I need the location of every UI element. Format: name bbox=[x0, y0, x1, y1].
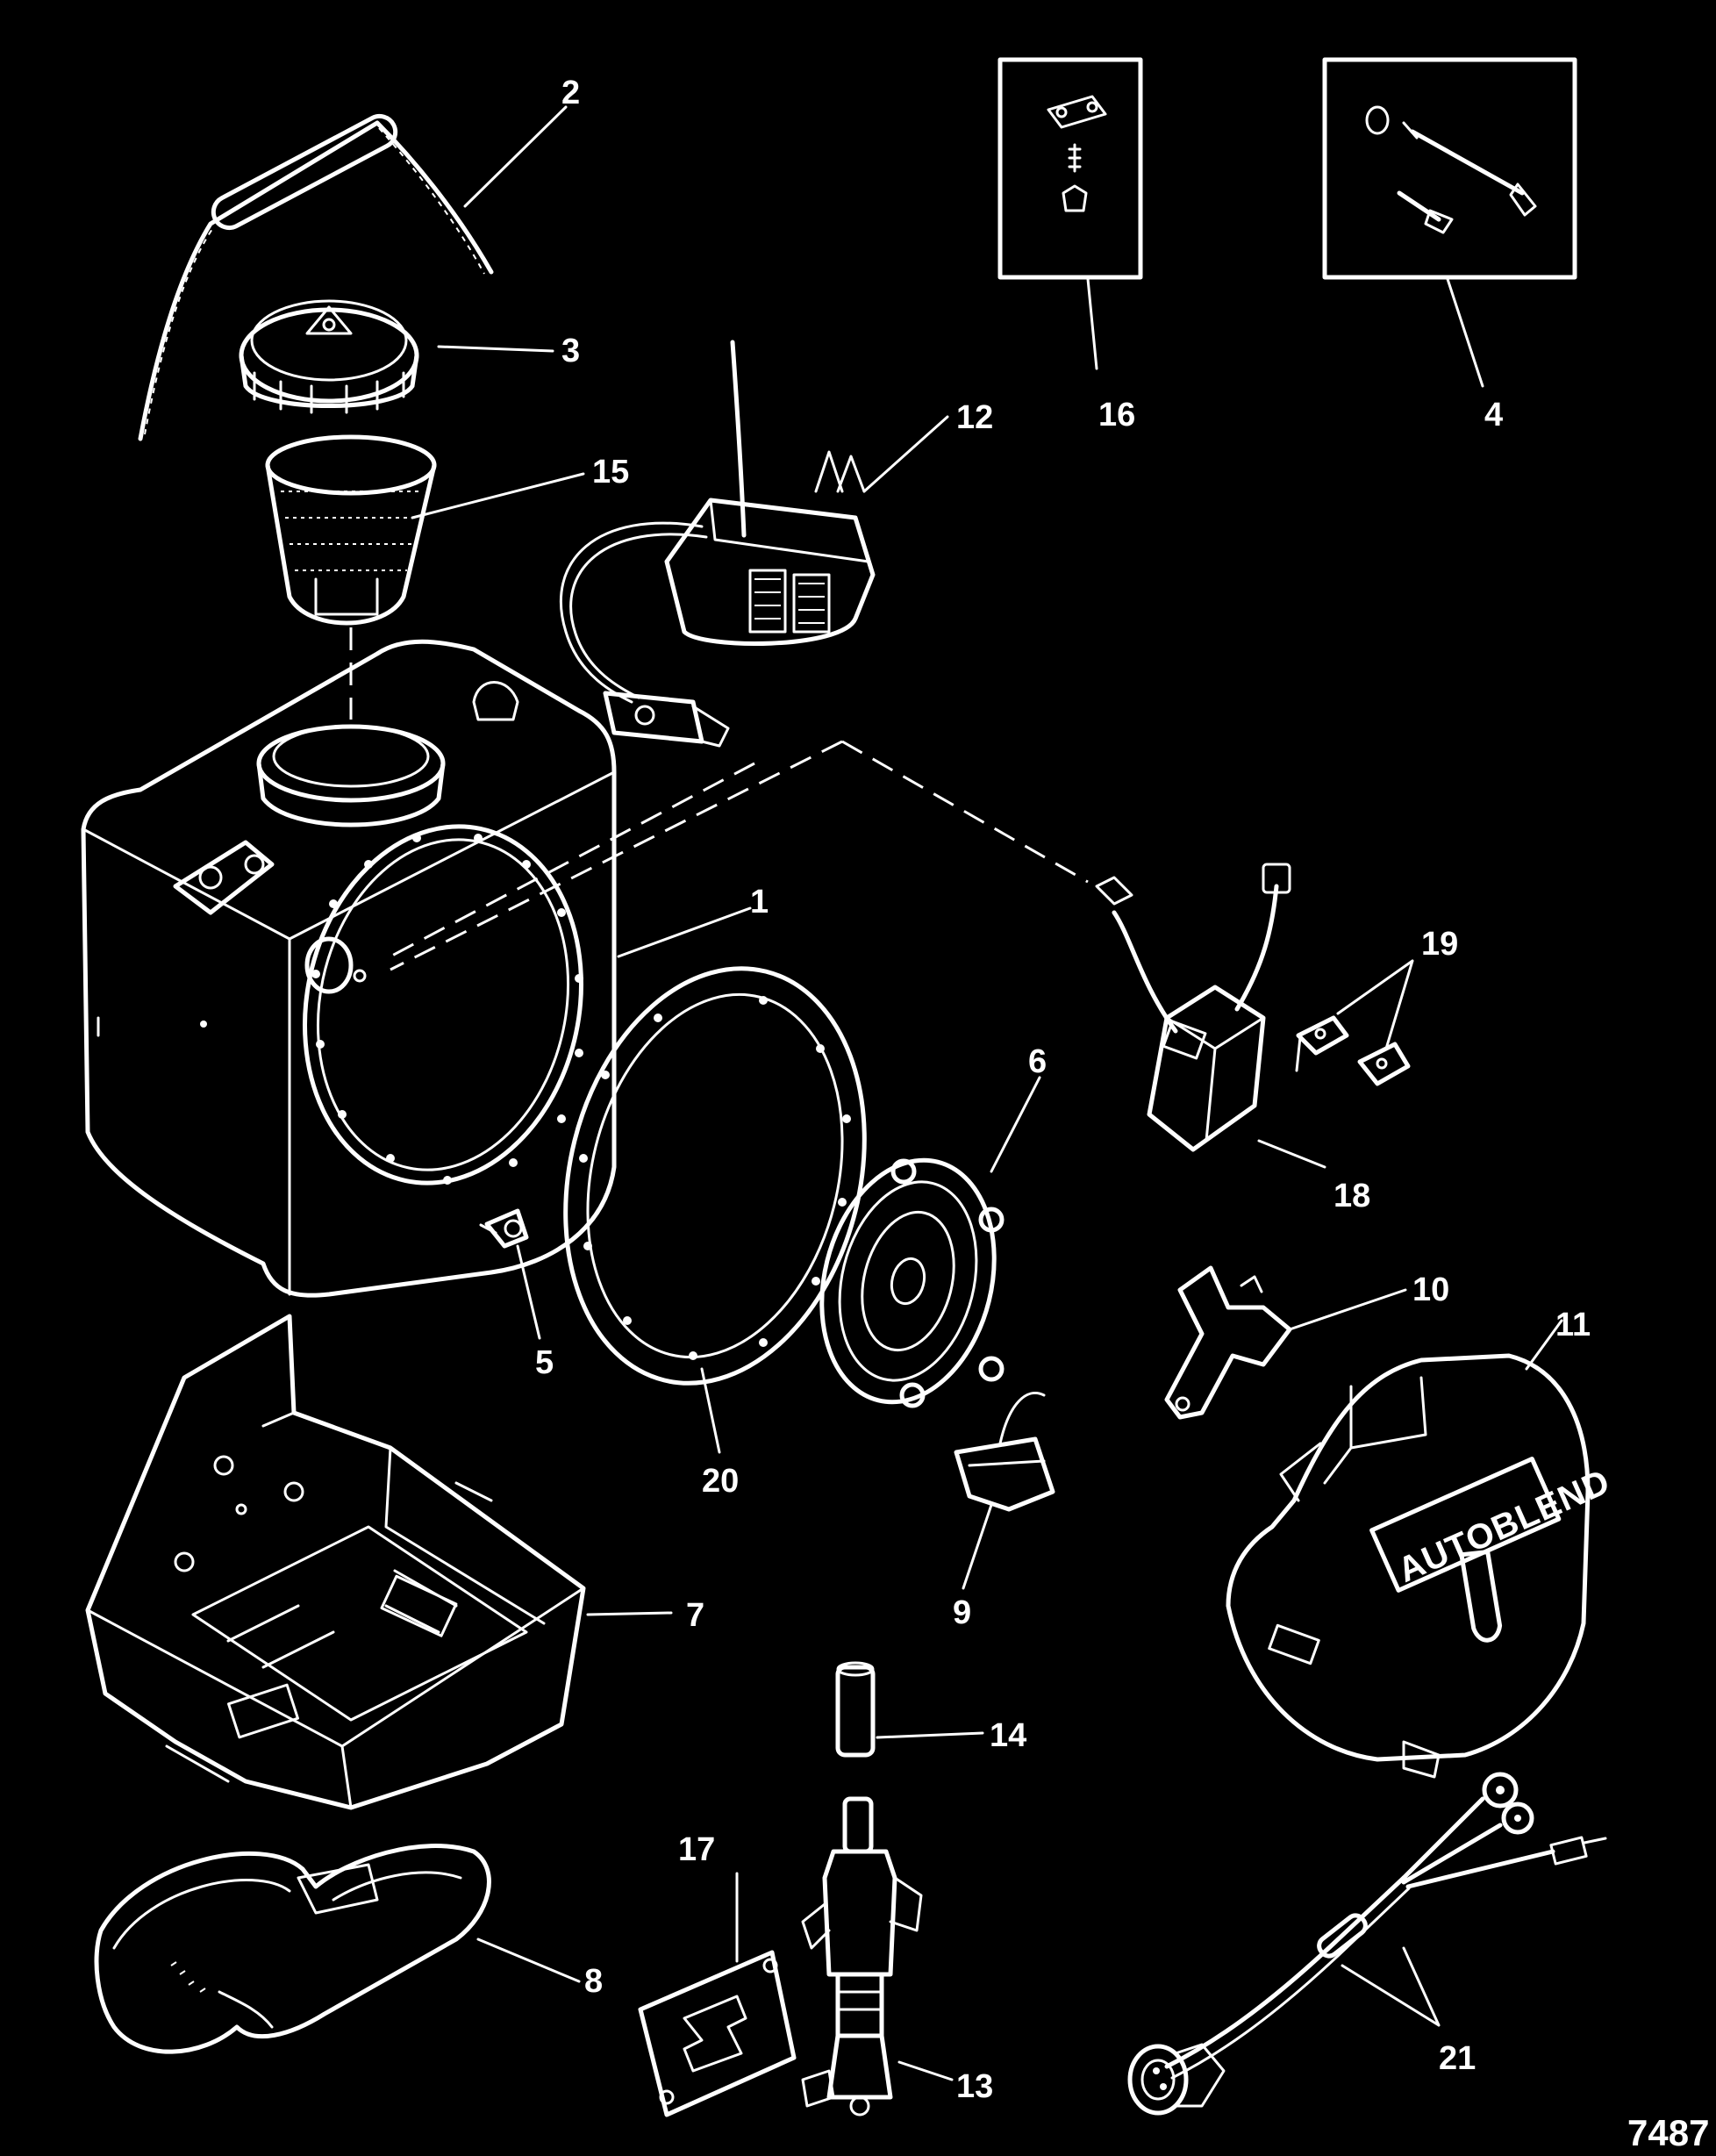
callout-5: 5 bbox=[535, 1344, 554, 1381]
part-11-cover: AUTOBLEND bbox=[1226, 1353, 1616, 1779]
part-13-pump bbox=[801, 1796, 923, 2117]
part-5-screw bbox=[479, 1208, 529, 1249]
cover-brand-label: AUTOBLEND bbox=[1392, 1462, 1616, 1590]
callout-11: 11 bbox=[1555, 1307, 1591, 1343]
callout-7: 7 bbox=[686, 1597, 704, 1634]
part-7-tray bbox=[85, 1314, 586, 1810]
callout-3: 3 bbox=[561, 333, 580, 369]
part-3-cap bbox=[239, 299, 419, 414]
part-6-diaphragm bbox=[819, 1157, 1005, 1408]
part-16-hardware-kit bbox=[997, 57, 1143, 280]
part-18-electronic-module bbox=[1095, 863, 1291, 1152]
callout-2: 2 bbox=[561, 75, 580, 111]
part-4-bolt-kit bbox=[1322, 57, 1577, 280]
part-17-plate bbox=[638, 1950, 797, 2117]
callout-14: 14 bbox=[990, 1717, 1026, 1754]
part-9-clip bbox=[954, 1392, 1055, 1512]
callout-9: 9 bbox=[953, 1594, 971, 1631]
part-1-tank bbox=[81, 639, 617, 1298]
part-15-strainer bbox=[265, 434, 437, 626]
callout-18: 18 bbox=[1333, 1178, 1370, 1214]
part-8-strap bbox=[94, 1844, 491, 2054]
callout-4: 4 bbox=[1484, 397, 1503, 433]
callout-16: 16 bbox=[1098, 397, 1135, 433]
part-12-module bbox=[559, 340, 876, 748]
callout-15: 15 bbox=[592, 454, 629, 491]
callout-8: 8 bbox=[584, 1963, 603, 2000]
callout-20: 20 bbox=[702, 1463, 739, 1500]
callout-6: 6 bbox=[1028, 1043, 1047, 1080]
callout-19: 19 bbox=[1421, 926, 1458, 963]
callout-10: 10 bbox=[1412, 1271, 1449, 1308]
part-19-brackets bbox=[1295, 1015, 1411, 1086]
part-20-gasket bbox=[563, 966, 867, 1386]
callout-1: 1 bbox=[750, 884, 769, 920]
part-10-bracket bbox=[1164, 1265, 1292, 1420]
figure-id: 7487 bbox=[1627, 2112, 1709, 2153]
part-2-cord bbox=[138, 113, 494, 441]
callout-17: 17 bbox=[678, 1831, 715, 1868]
callout-13: 13 bbox=[956, 2068, 993, 2105]
callout-21: 21 bbox=[1439, 2040, 1476, 2077]
leader-module-to-tank bbox=[390, 740, 1089, 971]
callout-leaders bbox=[411, 105, 1563, 2081]
part-21-harness bbox=[1127, 1772, 1607, 2116]
callout-12: 12 bbox=[956, 399, 993, 436]
callout-labels: 1 2 3 4 5 6 7 8 9 10 11 12 13 14 15 16 1… bbox=[535, 75, 1591, 2105]
part-14-sleeve bbox=[835, 1661, 876, 1758]
